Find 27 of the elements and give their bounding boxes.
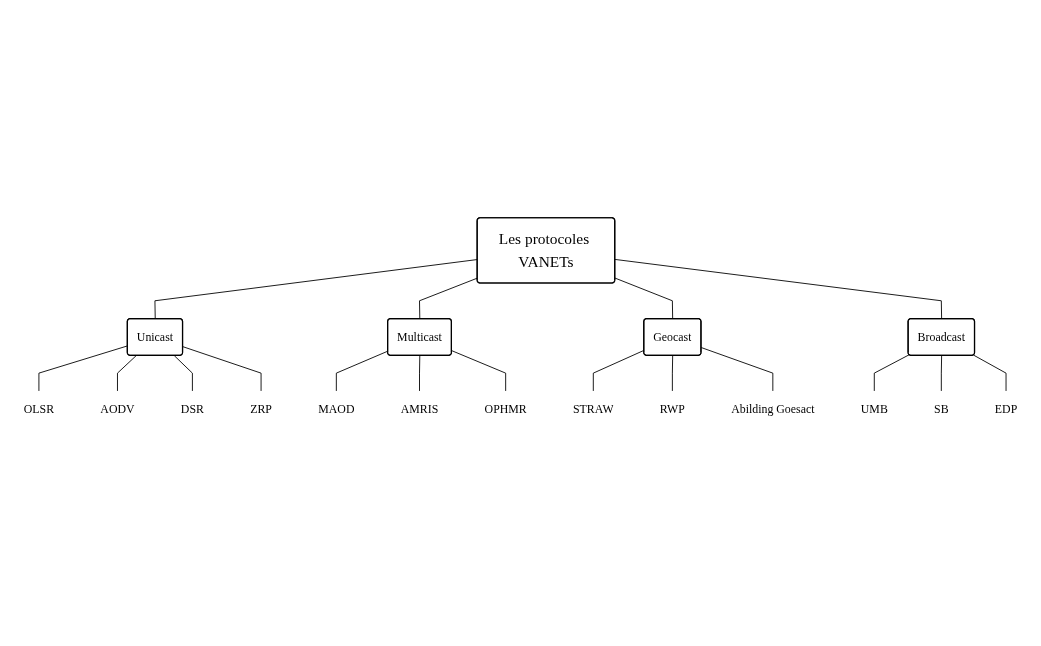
- node-text: ZRP: [250, 403, 272, 417]
- node-text: DSR: [180, 403, 204, 417]
- connector: [451, 350, 507, 392]
- connector: [614, 259, 943, 320]
- connector: [117, 355, 137, 392]
- node-text: RWP: [659, 403, 685, 417]
- connector: [614, 277, 674, 320]
- node-text: STRAW: [573, 403, 614, 417]
- node-text: AODV: [100, 403, 135, 417]
- node-text: Abilding Goesact: [731, 403, 815, 417]
- node-text: EDP: [994, 403, 1018, 417]
- connector: [419, 355, 421, 392]
- node-text: UMB: [860, 403, 888, 417]
- connector: [973, 354, 1007, 392]
- node-text: OPHMR: [484, 403, 527, 417]
- connector: [154, 259, 478, 320]
- node-text: AMRIS: [400, 403, 439, 417]
- node-text: SB: [934, 403, 949, 417]
- connector: [671, 355, 674, 392]
- node-text: MAOD: [318, 403, 355, 417]
- connector: [700, 347, 774, 392]
- connector: [419, 277, 478, 320]
- connector: [173, 355, 193, 392]
- connector: [940, 355, 943, 392]
- connector: [873, 354, 910, 392]
- connector: [182, 346, 262, 392]
- node-text: OLSR: [23, 403, 55, 417]
